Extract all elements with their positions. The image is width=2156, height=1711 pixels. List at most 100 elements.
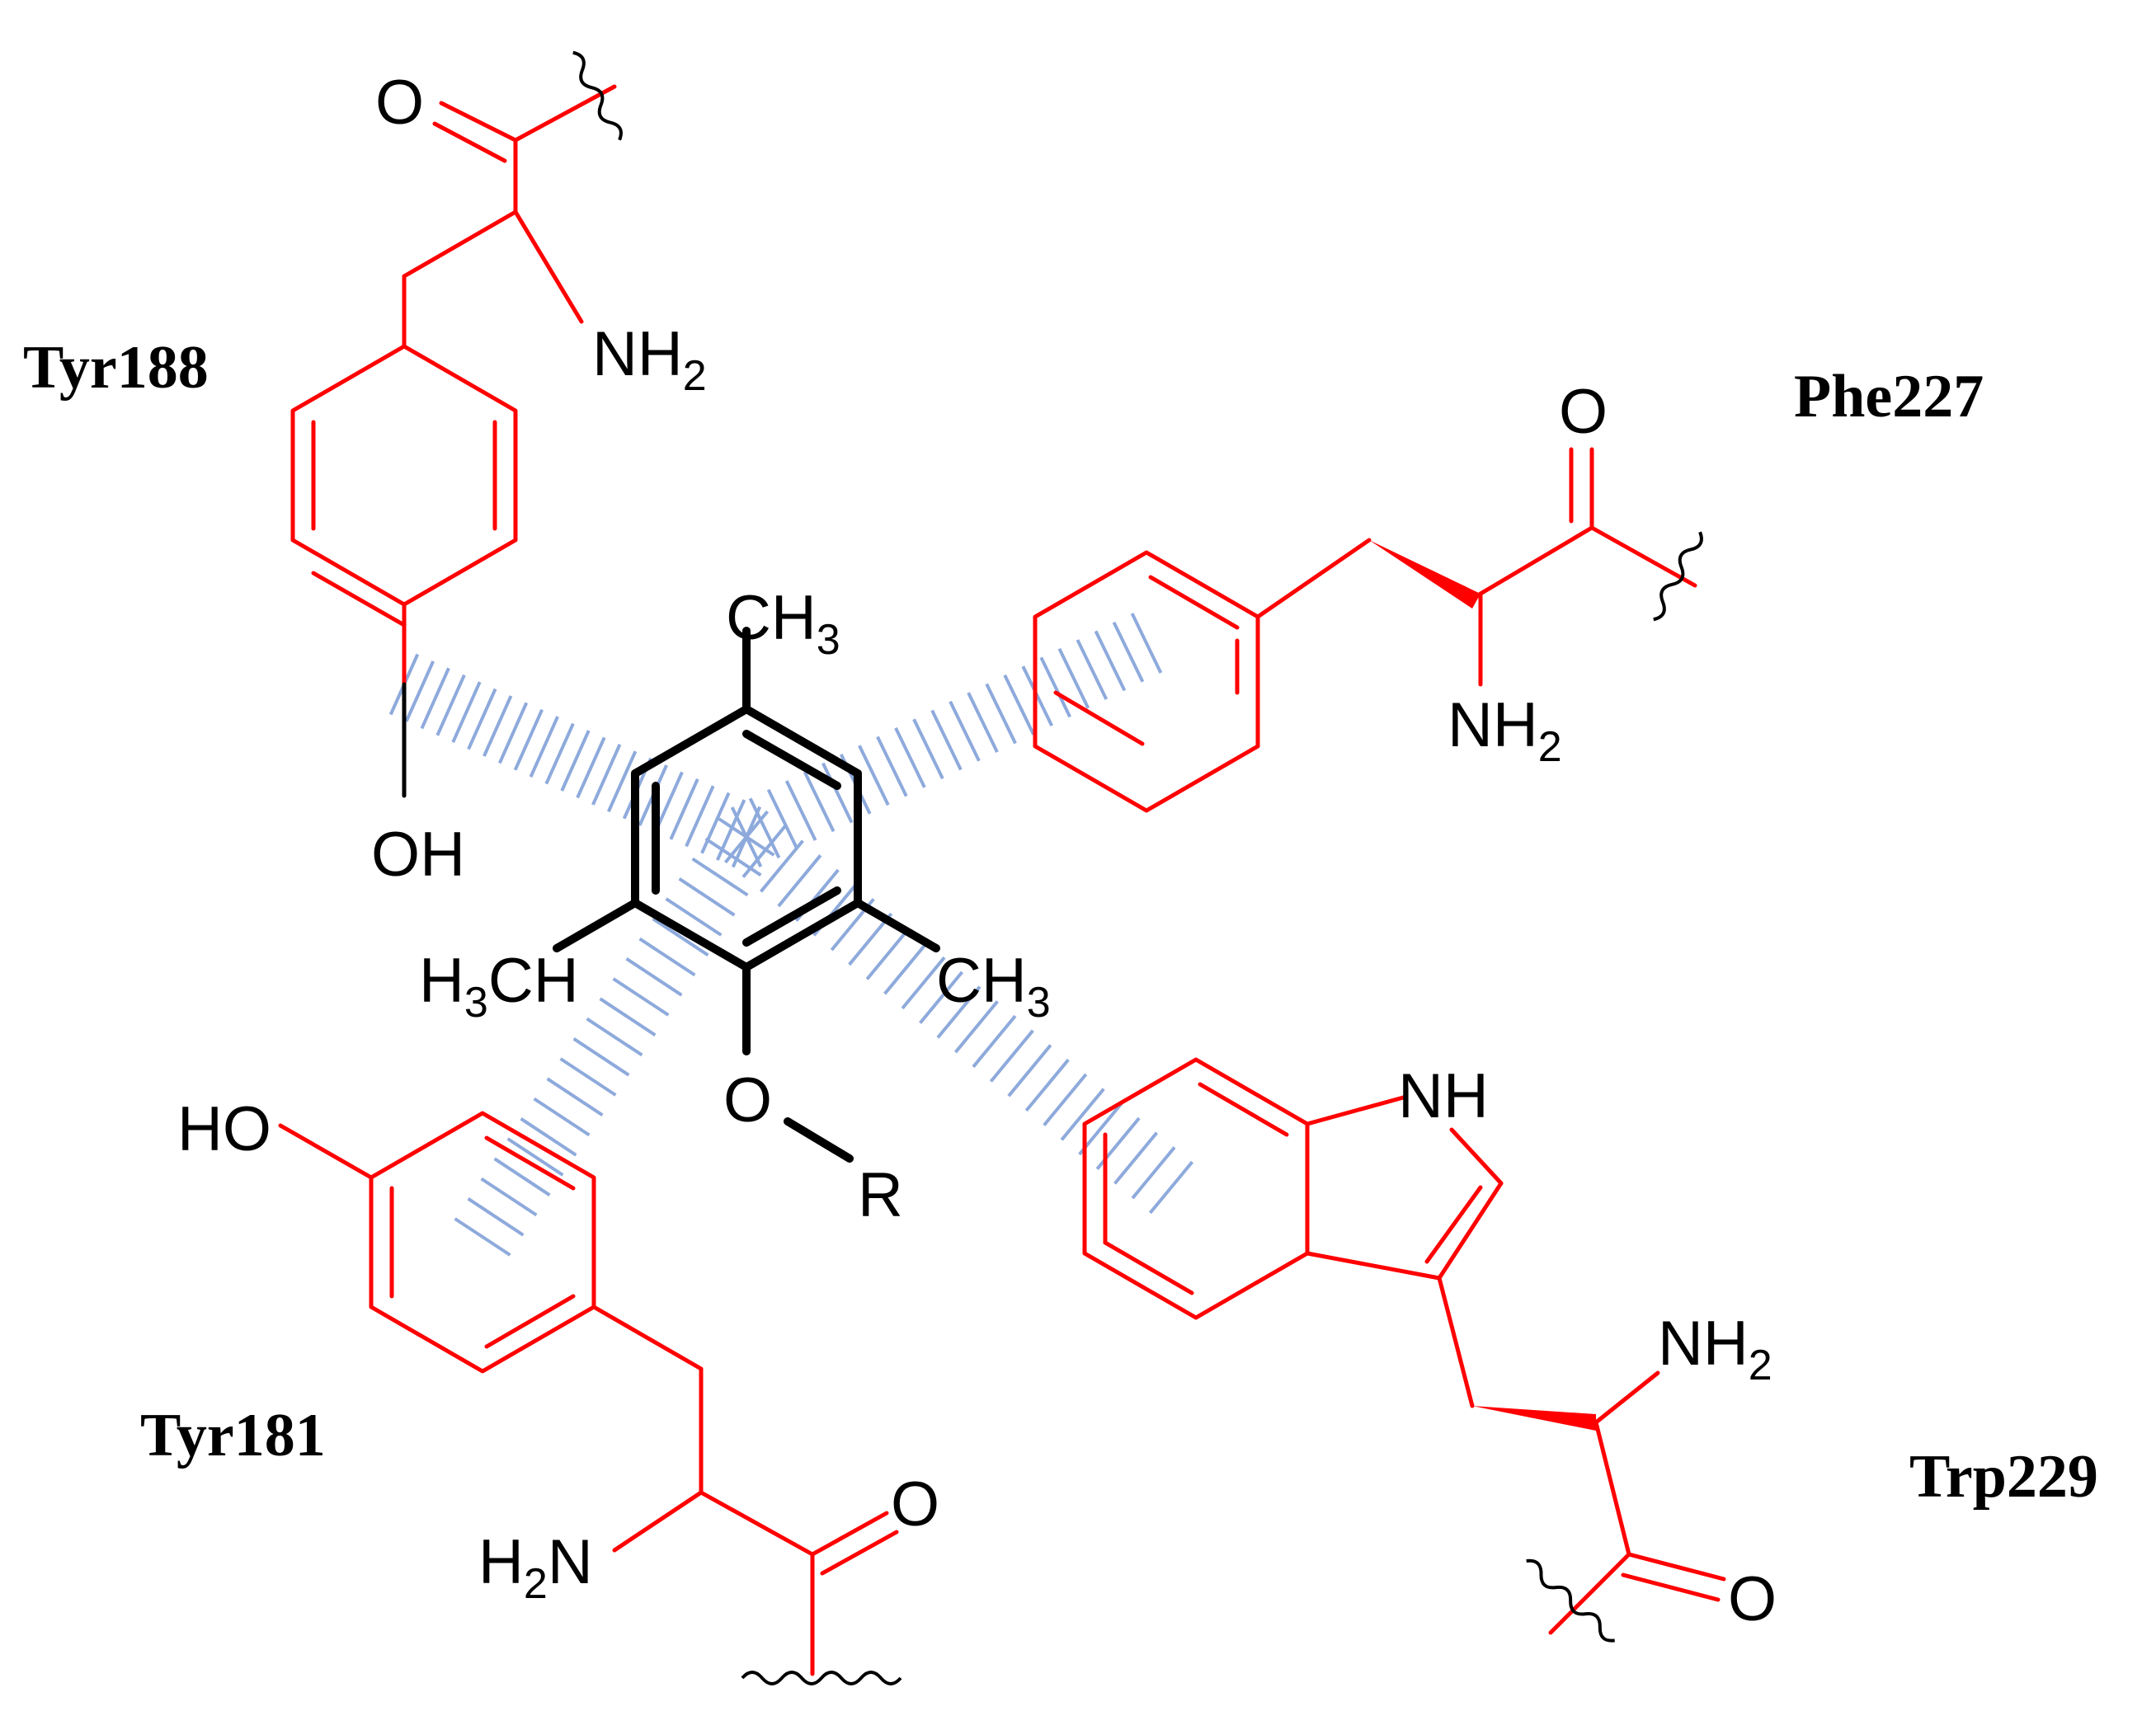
interaction-hatch-line <box>678 877 736 917</box>
residue-tyr188: O NH2 OH <box>290 50 707 890</box>
phe227-nh2: NH2 <box>1448 690 1562 771</box>
interaction-hatch-line <box>901 956 946 1010</box>
interaction-hatch-line <box>685 785 715 848</box>
interaction-hatch-line <box>533 1097 591 1137</box>
interaction-hatch-line <box>949 700 981 762</box>
interaction-hatch-trp229 <box>723 810 1194 1215</box>
interaction-hatch-line <box>1057 647 1090 709</box>
ligand-methyl-left: H3CH <box>419 946 579 1027</box>
interaction-hatch-line <box>766 788 799 850</box>
interaction-hatch-line <box>612 977 670 1017</box>
interaction-hatch-line <box>493 1157 551 1196</box>
interaction-hatch-line <box>912 718 944 780</box>
tyr188-carbonyl-o: O <box>375 68 424 138</box>
interaction-hatch-line <box>985 683 1017 745</box>
interaction-hatch-line <box>1148 1160 1194 1215</box>
interaction-hatch-line <box>865 927 911 980</box>
interaction-hatch-line <box>544 722 575 785</box>
interaction-hatch-line <box>1039 656 1071 718</box>
interaction-hatch-line <box>784 780 817 841</box>
trp229-backbone-break <box>1526 1558 1615 1643</box>
ligand-core: CH3 H3CH CH3 O R <box>419 583 1051 1230</box>
interaction-hatch-line <box>1130 613 1163 674</box>
phe227-carbonyl-o: O <box>1559 377 1608 447</box>
label-tyr181: Tyr181 <box>140 1402 326 1469</box>
interaction-hatch-line <box>467 688 497 750</box>
label-phe227: Phe227 <box>1794 363 1984 430</box>
tyr181-oh: HO <box>177 1094 271 1164</box>
interaction-hatch-line <box>480 1177 538 1217</box>
interaction-hatch-line <box>803 771 836 833</box>
interaction-hatch-line <box>967 692 999 753</box>
interaction-hatch-line <box>704 837 762 877</box>
interaction-hatch-line <box>936 985 981 1039</box>
interaction-hatch-line <box>638 937 696 977</box>
interaction-hatch-line <box>723 810 770 864</box>
interaction-hatch-line <box>420 667 450 730</box>
interaction-hatch-line <box>821 762 854 824</box>
tyr181-ring <box>369 1111 596 1374</box>
interaction-hatch-line <box>1060 1088 1105 1141</box>
tyr181-nh2: H2N <box>478 1527 593 1608</box>
tyr181-backbone-break <box>741 1671 902 1685</box>
interaction-hatch-line <box>1076 639 1109 700</box>
tyr181-carbonyl-o: O <box>891 1469 939 1539</box>
interaction-hatch-line <box>546 1077 604 1116</box>
residue-phe227: O NH2 <box>1033 377 1703 813</box>
interaction-hatch-line <box>497 702 529 764</box>
interaction-hatch-line <box>777 854 822 908</box>
tyr188-nh2: NH2 <box>592 319 707 400</box>
interaction-hatch-line <box>953 1000 999 1054</box>
interaction-hatch-line <box>1112 621 1145 683</box>
interaction-hatch-line <box>700 792 731 854</box>
interaction-hatch-line <box>520 1117 577 1157</box>
interaction-hatch-line <box>483 695 513 757</box>
phe227-stereo-wedge <box>1369 540 1480 609</box>
trp229-carbonyl-o: O <box>1728 1564 1777 1634</box>
interaction-hatch-line <box>883 942 929 995</box>
interaction-hatch-line <box>529 716 559 778</box>
ligand-r-group: R <box>858 1160 903 1230</box>
interaction-hatch-line <box>972 1014 1017 1069</box>
interaction-hatch-line <box>876 736 908 797</box>
interaction-hatch-line <box>748 797 781 859</box>
interaction-hatch-line <box>572 1037 630 1077</box>
interaction-hatch-line <box>691 857 749 897</box>
tyr188-oh: OH <box>371 820 465 890</box>
trp229-indole-nh: NH <box>1398 1061 1489 1131</box>
interaction-hatch-line <box>1021 665 1053 726</box>
interaction-hatch-line <box>404 660 435 722</box>
interaction-hatch-line <box>759 839 804 893</box>
interaction-hatch-line <box>1007 1044 1052 1098</box>
interaction-hatch-line <box>506 1137 564 1177</box>
interaction-hatch-line <box>560 730 591 792</box>
tyr188-backbone-break <box>572 50 623 141</box>
interaction-hatch-phe227 <box>730 613 1163 867</box>
interaction-hatch-line <box>894 727 926 788</box>
phe227-ring <box>1033 550 1260 813</box>
interaction-hatch-line <box>467 1197 525 1237</box>
interaction-hatch-line <box>1003 674 1035 736</box>
interaction-hatch-line <box>454 1217 511 1257</box>
label-tyr188: Tyr188 <box>23 334 209 402</box>
interaction-hatch-line <box>586 1017 643 1057</box>
interaction-hatch-line <box>1131 1146 1176 1200</box>
trp229-nh2: NH2 <box>1658 1309 1772 1389</box>
interaction-hatch-line <box>559 1057 617 1097</box>
interaction-hatch-line <box>652 917 709 957</box>
interaction-hatch-line <box>741 825 787 878</box>
interaction-hatch-line <box>1113 1131 1159 1185</box>
phe227-backbone-break <box>1653 531 1703 622</box>
interaction-hatch-line <box>858 745 890 806</box>
interaction-hatch-line <box>625 957 683 997</box>
interaction-hatch-line <box>576 736 606 799</box>
ligand-methyl-right: CH3 <box>936 946 1051 1027</box>
interaction-hatch-line <box>1094 630 1127 692</box>
interaction-hatch-line <box>513 708 544 771</box>
residue-tyr181: HO H2N O <box>177 1094 939 1685</box>
interaction-hatch-line <box>1043 1073 1088 1126</box>
interaction-hatch-line <box>669 778 699 840</box>
interaction-hatch-line <box>435 674 466 736</box>
interaction-hatch-line <box>451 681 482 744</box>
